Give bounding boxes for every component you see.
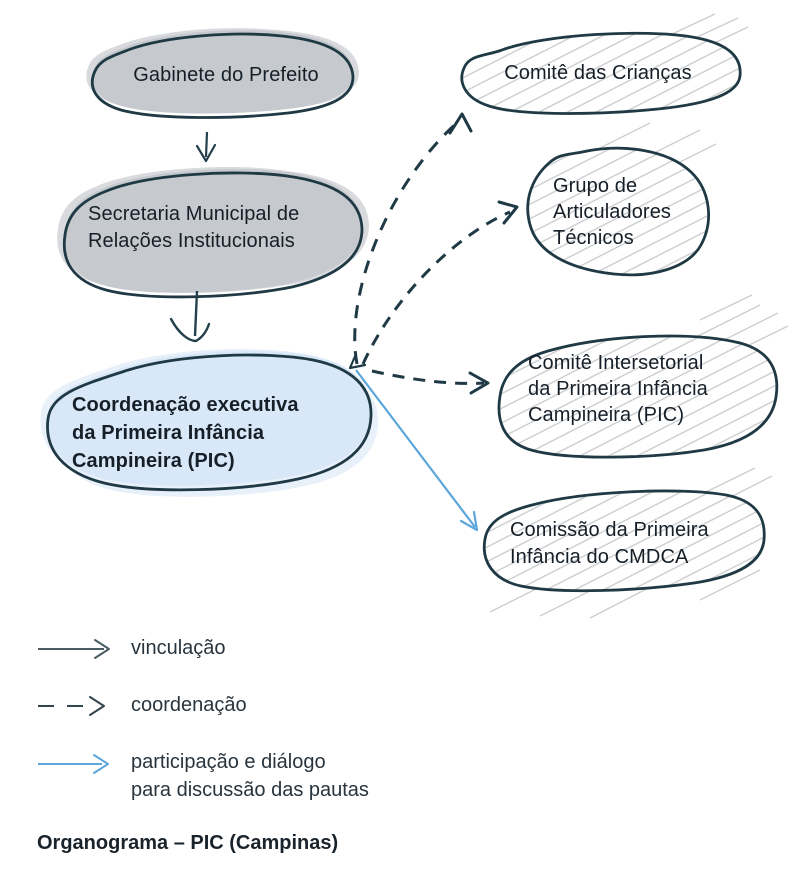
node-coordenacao-line: Campineira (PIC) (72, 450, 235, 472)
node-grupo-line: Articuladores (553, 201, 672, 223)
coordenacao-arrow-grupo-articuladores (361, 200, 519, 365)
node-intersetorial-line: Campineira (PIC) (528, 404, 685, 426)
node-comissao-line: Infância do CMDCA (510, 546, 689, 568)
coordenacao-arrow-comite-intersetorial (348, 352, 490, 395)
node-gabinete-label: Gabinete do Prefeito (100, 62, 352, 89)
coordenacao-arrow-comite-criancas (353, 112, 473, 365)
legend-coordenacao-label: coordenação (131, 694, 247, 716)
legend-participacao-arrow (38, 754, 109, 774)
node-comite-criancas-line: Comitê das Crianças (504, 62, 692, 84)
node-secretaria-line: Relações Institucionais (88, 230, 295, 252)
node-gabinete-line: Gabinete do Prefeito (133, 64, 319, 86)
node-coordenacao-label: Coordenação executiva da Primeira Infânc… (72, 391, 347, 475)
vinculacao-arrow-gabinete-secretaria (195, 131, 217, 163)
node-secretaria-line: Secretaria Municipal de (88, 203, 300, 225)
node-grupo-line: Grupo de (553, 175, 638, 197)
node-coordenacao-line: da Primeira Infância (72, 422, 265, 444)
legend-participacao-line: para discussão das pautas (131, 779, 369, 801)
legend-participacao-label: participação e diálogo para discussão da… (131, 748, 369, 804)
node-intersetorial-line: da Primeira Infância (528, 378, 708, 400)
participacao-arrow-comissao-cmdca (355, 369, 479, 532)
legend-vinculacao-arrow (38, 639, 110, 659)
node-intersetorial-line: Comitê Intersetorial (528, 352, 704, 374)
diagram-title: Organograma – PIC (Campinas) (37, 832, 339, 854)
legend-participacao-line: participação e diálogo (131, 751, 326, 773)
node-secretaria-label: Secretaria Municipal de Relações Institu… (88, 201, 360, 255)
node-comite-criancas-label: Comitê das Crianças (478, 60, 718, 87)
node-comite-intersetorial-label: Comitê Intersetorial da Primeira Infânci… (528, 350, 763, 428)
vinculacao-arrow-secretaria-coordenacao (169, 290, 211, 343)
node-comissao-cmdca-label: Comissão da Primeira Infância do CMDCA (510, 517, 755, 571)
legend-vinculacao-label: vinculação (131, 637, 226, 659)
node-coordenacao-line: Coordenação executiva (72, 394, 299, 416)
node-comissao-line: Comissão da Primeira (510, 519, 709, 541)
node-grupo-articuladores-label: Grupo de Articuladores Técnicos (553, 173, 708, 251)
legend-coordenacao-arrow (38, 696, 105, 716)
node-grupo-line: Técnicos (553, 227, 634, 249)
